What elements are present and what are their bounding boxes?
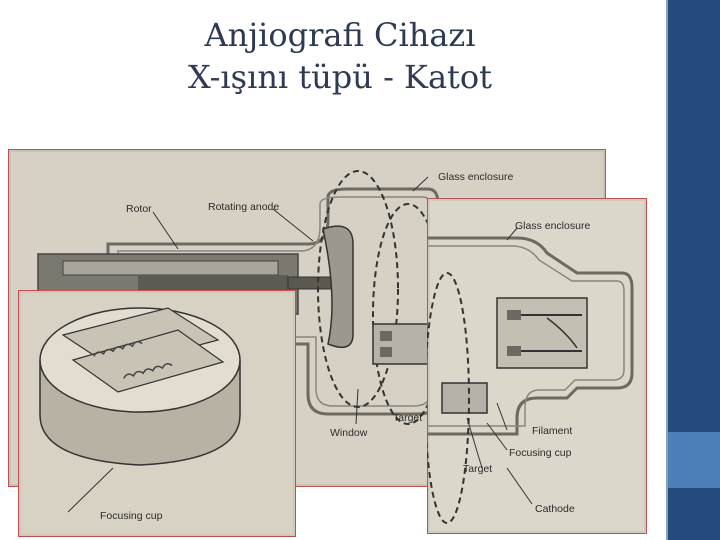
- cathode-diagram: Glass enclosure Filament Focusing cup Ta…: [427, 198, 647, 534]
- sidebar-accent-block: [668, 432, 720, 488]
- label-rotating-anode: Rotating anode: [208, 201, 279, 213]
- label-target-main: Target: [393, 412, 422, 424]
- title-line-2: X-ışını tüpü - Katot: [0, 56, 680, 98]
- slide-title: Anjiografi Cihazı X-ışını tüpü - Katot: [0, 14, 680, 98]
- photo-focusing-cup: Focusing cup: [18, 290, 296, 537]
- label-glass-enclosure-cathode: Glass enclosure: [515, 220, 590, 232]
- label-focusing-cup-cathode: Focusing cup: [509, 447, 572, 459]
- focusing-cup-diagram: Focusing cup: [18, 290, 296, 537]
- label-filament: Filament: [532, 425, 572, 437]
- label-window: Window: [330, 427, 368, 439]
- label-focusing-cup: Focusing cup: [100, 510, 163, 522]
- label-glass-enclosure-main: Glass enclosure: [438, 171, 513, 183]
- label-cathode: Cathode: [535, 503, 575, 515]
- label-target-cathode: Target: [463, 463, 492, 475]
- photo-cathode: Glass enclosure Filament Focusing cup Ta…: [427, 198, 647, 534]
- title-line-1: Anjiografi Cihazı: [0, 14, 680, 56]
- label-rotor: Rotor: [126, 203, 152, 215]
